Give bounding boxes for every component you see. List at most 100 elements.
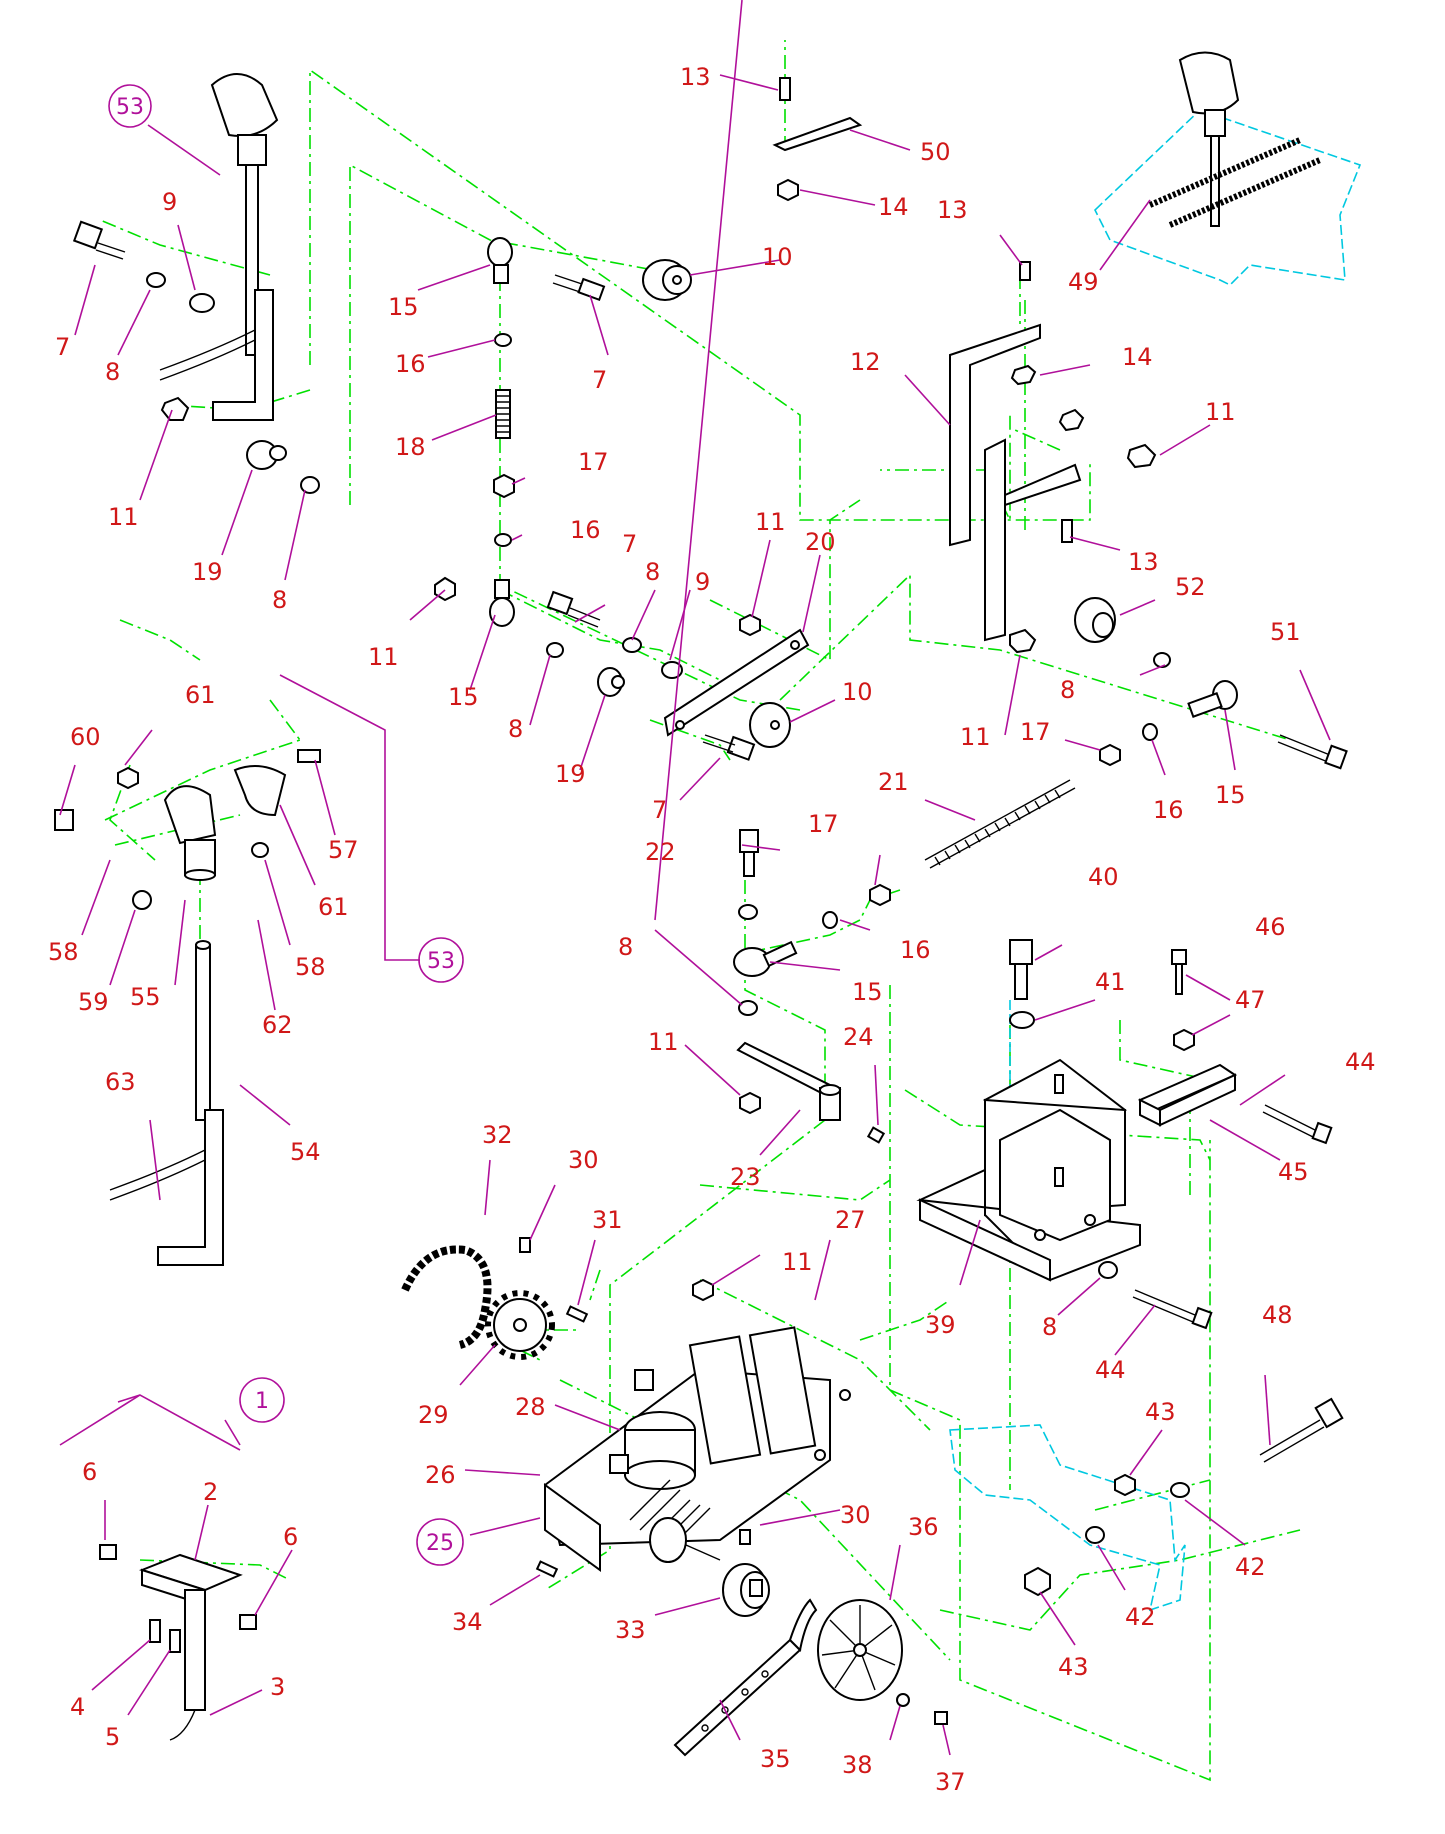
- callout-33: 33: [615, 1616, 646, 1644]
- callout-60: 60: [70, 723, 101, 751]
- callout-labels: 53 9 7 8 11 19 8 15 16 7 18 17 16 10 13 …: [48, 63, 1376, 1796]
- parts: [54, 51, 1348, 1757]
- callout-15: 15: [448, 683, 479, 711]
- callout-17: 17: [1020, 718, 1051, 746]
- mounting-bracket-part: [949, 261, 1157, 654]
- callout-17: 17: [578, 448, 609, 476]
- bolt-part: [1262, 1104, 1333, 1145]
- washer-part: [1085, 1526, 1105, 1544]
- callout-16: 16: [395, 350, 426, 378]
- nut-part: [1024, 1566, 1051, 1597]
- callout-43: 43: [1145, 1398, 1176, 1426]
- rod-end-part: [489, 579, 515, 627]
- bolt-part: [702, 734, 756, 761]
- washer-part: [1009, 1011, 1035, 1029]
- callout-27: 27: [835, 1206, 866, 1234]
- callout-11: 11: [368, 643, 399, 671]
- control-lever-part: [159, 73, 279, 421]
- callout-8: 8: [1042, 1313, 1057, 1341]
- washer-part: [738, 1000, 758, 1016]
- bolt-part: [72, 220, 126, 260]
- bolt-part: [1132, 1289, 1213, 1330]
- callout-16: 16: [900, 936, 931, 964]
- callout-28: 28: [515, 1393, 546, 1421]
- key-part: [535, 1560, 559, 1578]
- callout-40: 40: [1088, 863, 1119, 891]
- spacer-part: [597, 667, 625, 697]
- set-screw-part: [739, 1529, 751, 1545]
- strap-plate-part: [772, 77, 863, 202]
- callout-13: 13: [937, 196, 968, 224]
- callout-8: 8: [618, 933, 633, 961]
- callout-4: 4: [70, 1693, 85, 1721]
- callout-3: 3: [270, 1673, 285, 1701]
- set-screw-part: [866, 1126, 886, 1144]
- callout-8: 8: [105, 358, 120, 386]
- callout-11: 11: [960, 723, 991, 751]
- callout-29: 29: [418, 1401, 449, 1429]
- control-lever-part: [54, 749, 321, 1266]
- callout-16: 16: [570, 516, 601, 544]
- jam-nut-part: [494, 333, 512, 347]
- nut-part: [739, 1091, 761, 1115]
- callout-1: 1: [255, 1389, 269, 1414]
- washer-part: [546, 642, 564, 658]
- callout-9: 9: [695, 568, 710, 596]
- angle-bracket-part: [1137, 949, 1238, 1127]
- leader-lines: [59, 0, 1331, 1756]
- callout-20: 20: [805, 528, 836, 556]
- callout-11: 11: [648, 1028, 679, 1056]
- callout-23: 23: [730, 1163, 761, 1191]
- spacer-part: [246, 440, 287, 470]
- callout-15: 15: [852, 978, 883, 1006]
- bolt-part: [934, 1711, 948, 1725]
- threaded-rod-part: [924, 779, 1076, 869]
- callout-54: 54: [290, 1138, 321, 1166]
- bolt-part: [1277, 734, 1348, 770]
- callout-22: 22: [645, 838, 676, 866]
- callout-11: 11: [108, 503, 139, 531]
- callout-36: 36: [908, 1513, 939, 1541]
- callout-17: 17: [808, 810, 839, 838]
- callout-31: 31: [592, 1206, 623, 1234]
- callout-18: 18: [395, 433, 426, 461]
- nut-part: [869, 883, 891, 907]
- callout-51: 51: [1270, 618, 1301, 646]
- callout-13: 13: [680, 63, 711, 91]
- drive-chain-part: [401, 1245, 492, 1349]
- washer-part: [738, 904, 758, 920]
- callout-44: 44: [1095, 1356, 1126, 1384]
- callout-49: 49: [1068, 268, 1099, 296]
- callout-8: 8: [645, 558, 660, 586]
- motor-mount-bracket-part: [916, 1058, 1141, 1282]
- callout-14: 14: [878, 193, 909, 221]
- nut-part: [1099, 743, 1121, 767]
- spacer-part: [749, 702, 791, 748]
- callout-7: 7: [652, 796, 667, 824]
- callout-43: 43: [1058, 1653, 1089, 1681]
- rod-end-part: [733, 940, 798, 977]
- set-screw-part: [519, 1237, 531, 1253]
- callout-53: 53: [116, 95, 144, 120]
- callout-42: 42: [1125, 1603, 1156, 1631]
- callout-42: 42: [1235, 1553, 1266, 1581]
- callout-10: 10: [762, 243, 793, 271]
- callout-35: 35: [760, 1745, 791, 1773]
- callout-30: 30: [840, 1501, 871, 1529]
- spacer-part: [1074, 597, 1116, 643]
- callout-61: 61: [318, 893, 349, 921]
- link-plate-part: [663, 613, 810, 737]
- callout-12: 12: [850, 348, 881, 376]
- callout-59: 59: [78, 988, 109, 1016]
- cooling-fan-part: [817, 1599, 903, 1701]
- callout-6: 6: [283, 1523, 298, 1551]
- key-part: [565, 1305, 589, 1323]
- washer-part: [622, 637, 642, 653]
- callout-11: 11: [755, 508, 786, 536]
- washer-part: [896, 1693, 910, 1707]
- callout-63: 63: [105, 1068, 136, 1096]
- nut-part: [692, 1278, 714, 1302]
- callout-41: 41: [1095, 968, 1126, 996]
- callout-53: 53: [427, 949, 455, 974]
